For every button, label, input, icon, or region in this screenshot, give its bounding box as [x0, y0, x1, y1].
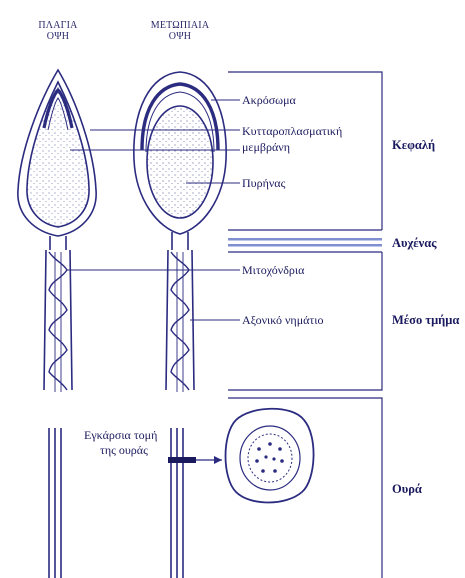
lateral-view-title-line1: ΠΛΑΓΙΑ	[26, 20, 90, 31]
frontal-view-title: ΜΕΤΩΠΙΑΙΑ ΟΨΗ	[140, 20, 220, 42]
frontal-view-title-line1: ΜΕΤΩΠΙΑΙΑ	[140, 20, 220, 31]
lateral-membrane	[27, 82, 89, 227]
cross-section-arrow	[168, 456, 222, 464]
frontal-midpiece	[166, 250, 194, 390]
frontal-tail	[171, 428, 183, 578]
label-nucleus: Πυρήνας	[242, 176, 285, 190]
frontal-nucleus	[147, 106, 213, 218]
lateral-view-title-line2: ΟΨΗ	[26, 31, 90, 42]
lateral-tail	[49, 428, 61, 578]
lateral-view-cell	[18, 70, 96, 578]
neck-band	[228, 238, 382, 247]
frontal-view-title-line2: ΟΨΗ	[140, 31, 220, 42]
section-neck: Αυχένας	[392, 236, 436, 250]
label-membrane-line1: Κυτταροπλασματική	[242, 124, 342, 138]
label-cross-section-line2: της ουράς	[100, 443, 148, 457]
label-membrane-line2: μεμβράνη	[242, 140, 290, 154]
tail-cross-section	[226, 409, 314, 503]
label-cross-section-line1: Εγκάρσια τομή	[84, 428, 157, 442]
label-mitochondria: Μιτοχόνδρια	[242, 263, 304, 277]
lateral-midpiece	[44, 250, 72, 390]
lateral-view-title: ΠΛΑΓΙΑ ΟΨΗ	[26, 20, 90, 42]
section-midpiece: Μέσο τμήμα	[392, 313, 459, 327]
frontal-view-cell	[134, 72, 226, 578]
section-head: Κεφαλή	[392, 138, 435, 152]
section-tail: Ουρά	[392, 482, 422, 496]
label-axoneme: Αξονικό νημάτιο	[242, 313, 323, 327]
label-acrosome: Ακρόσωμα	[242, 93, 296, 107]
